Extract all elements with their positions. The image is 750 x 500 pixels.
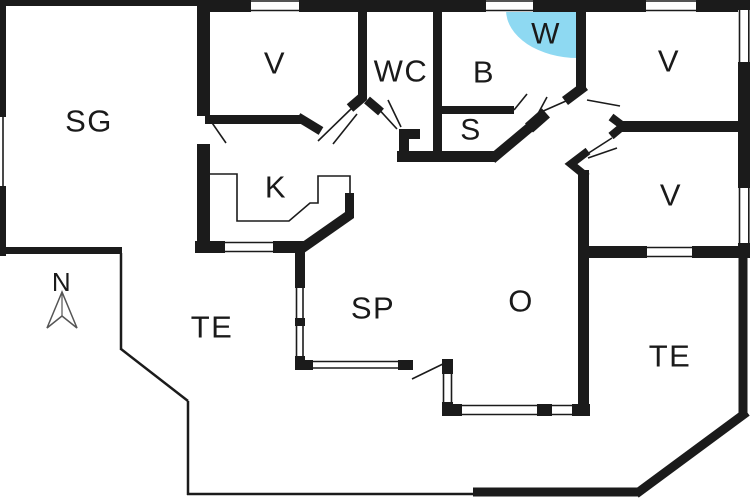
room-label-v-top-right: V (658, 44, 680, 79)
room-label-sg: SG (65, 104, 113, 139)
room-label-b: B (473, 55, 495, 90)
room-label-v-top-left: V (264, 46, 286, 81)
room-label-te-left: TE (191, 310, 234, 345)
room-label-k: K (265, 170, 287, 205)
room-label-sp: SP (351, 291, 395, 326)
door-swings (207, 93, 621, 380)
room-label-o: O (508, 284, 534, 319)
kitchen-counter (210, 173, 351, 222)
room-label-s: S (460, 114, 482, 147)
north-label: N (52, 267, 72, 297)
room-label-v-mid-right: V (660, 178, 682, 213)
room-label-w: W (531, 18, 561, 51)
windows (0, 0, 750, 416)
terrace-boundary (119, 253, 750, 498)
room-label-wc: WC (374, 54, 429, 89)
room-label-te-right: TE (649, 339, 692, 374)
walls (0, 0, 750, 416)
north-arrow: N (46, 267, 78, 329)
room-labels: SG V WC B W S V V K TE SP O TE (65, 18, 692, 374)
w-zone-highlight (506, 10, 578, 58)
